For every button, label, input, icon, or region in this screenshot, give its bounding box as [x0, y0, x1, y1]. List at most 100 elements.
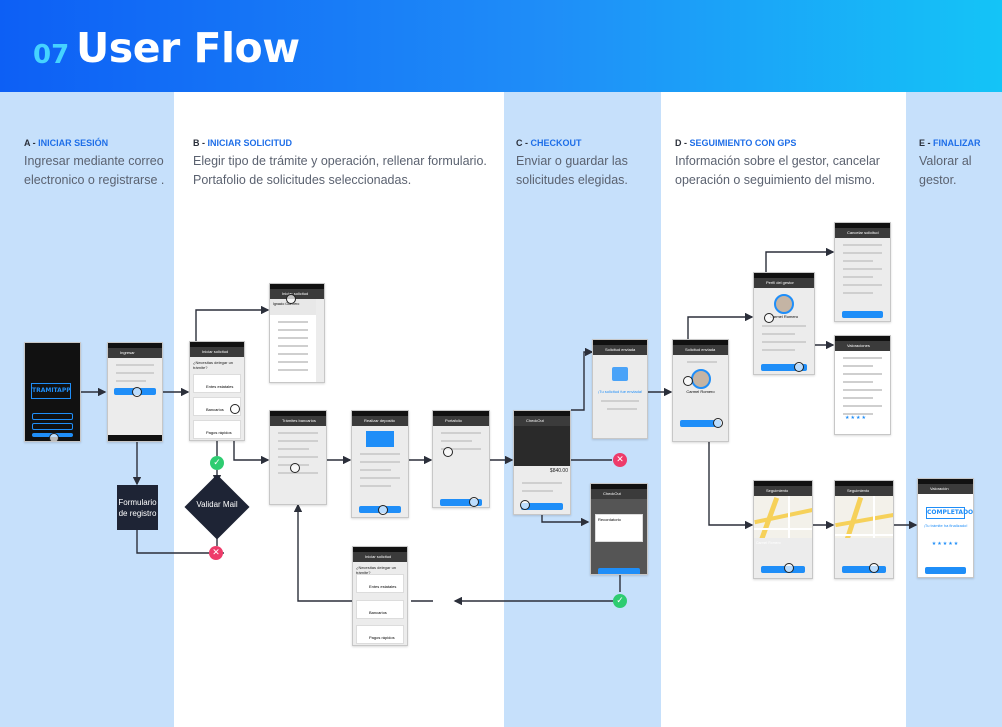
- login-option[interactable]: [31, 413, 74, 420]
- follow-button[interactable]: [760, 566, 806, 573]
- screen-cancelar-solicitud[interactable]: Cancelar solicitud: [834, 222, 891, 322]
- screen-portafolio[interactable]: Portafolio: [432, 410, 490, 508]
- reminder-dialog[interactable]: Recordatorio: [595, 514, 643, 542]
- checkout-button[interactable]: [439, 499, 483, 506]
- lane-letter: B: [193, 138, 200, 148]
- link-portafolio2-tramites: [293, 503, 352, 602]
- screen-title: Realizar deposito: [352, 416, 408, 426]
- tap-icon: [784, 563, 794, 573]
- save-button[interactable]: [597, 568, 641, 574]
- screen-title: Solicitud enviada: [673, 345, 728, 355]
- gps-map[interactable]: [835, 496, 893, 538]
- question-text: ¿Necesitas delegar un trámite?: [356, 565, 397, 575]
- screen-recordatorio[interactable]: CheckOut Recordatorio: [590, 483, 648, 575]
- tap-icon: [469, 497, 479, 507]
- screen-title: Iniciar solicitud: [190, 347, 244, 357]
- option-pagos[interactable]: Pagos rápidos: [356, 625, 404, 644]
- screen-realizar-deposito[interactable]: Realizar deposito: [351, 410, 409, 518]
- send-button[interactable]: [520, 503, 564, 510]
- separator: -: [925, 138, 934, 148]
- app-logo: TRAMITAPP: [31, 383, 71, 399]
- desc-line: Ingresar mediante correo: [24, 154, 164, 168]
- section-number: 07: [33, 40, 70, 70]
- lane-letter: D: [675, 138, 682, 148]
- track-button[interactable]: [679, 420, 722, 427]
- separator: -: [199, 138, 208, 148]
- desc-line: gestor.: [919, 173, 957, 187]
- link-solicitud-tramites: [233, 441, 270, 465]
- option-bancarios[interactable]: Bancarios: [193, 397, 241, 416]
- link-solicitud-menu: [195, 305, 270, 341]
- node-label: Formulario de registro: [118, 497, 157, 518]
- avatar: [774, 294, 794, 314]
- option-label: Bancarios: [369, 610, 387, 615]
- tap-icon: [869, 563, 879, 573]
- screen-seguimiento[interactable]: Seguimiento Carmel Romero: [753, 480, 813, 579]
- option-bancarios[interactable]: Bancarios: [356, 600, 404, 619]
- screen-seguimiento-2[interactable]: Seguimiento: [834, 480, 894, 579]
- gestor-name: Carmel Romero: [756, 541, 781, 545]
- screen-perfil-gestor[interactable]: Perfil del gestor Carmel Romero: [753, 272, 815, 375]
- option-label: Entes estatales: [206, 384, 234, 389]
- screen-solicitud-enviada[interactable]: Solicitud enviada ¡Tu solicitud fue envi…: [592, 339, 648, 439]
- lane-a-heading: A - INICIAR SESIÓN: [24, 138, 108, 148]
- desc-line: Valorar al: [919, 154, 972, 168]
- submit-rating-button[interactable]: [924, 567, 967, 574]
- sent-message: ¡Tu solicitud fue enviada!: [597, 389, 643, 394]
- header-banner: 07 User Flow: [0, 0, 1002, 92]
- thumbs-up-icon: [612, 367, 628, 381]
- screen-valoracion[interactable]: Valoración COMPLETADO ¡Tu trámite ha fin…: [917, 478, 974, 578]
- screen-title: Valoración: [918, 484, 973, 494]
- avatar[interactable]: [690, 369, 711, 389]
- lane-letter: A: [24, 138, 31, 148]
- option-label: Pagos rápidos: [206, 430, 232, 435]
- link-perfil-cancelar: [765, 247, 835, 272]
- screen-title: Valoraciones: [835, 341, 890, 351]
- tap-icon: [683, 376, 693, 386]
- option-entes[interactable]: Entes estatales: [356, 574, 404, 593]
- lane-b-heading: B - INICIAR SOLICITUD: [193, 138, 292, 148]
- tap-icon: [290, 463, 300, 473]
- screen-ingresar[interactable]: Ingresar: [107, 342, 163, 442]
- gestor-name: Carmel Romero: [686, 389, 715, 394]
- cancel-confirm-button[interactable]: [841, 311, 884, 318]
- rating-stars[interactable]: ★★★★★: [931, 541, 960, 547]
- screen-title: Iniciar solicitud: [270, 289, 324, 299]
- tap-icon: [520, 500, 530, 510]
- lane-title: INICIAR SESIÓN: [38, 138, 109, 148]
- lane-letter: E: [919, 138, 926, 148]
- option-pagos[interactable]: Pagos rápidos: [193, 420, 241, 439]
- screen-title: Ingresar: [108, 348, 162, 358]
- error-x-icon: ✕: [613, 453, 627, 467]
- screen-iniciar-solicitud-2[interactable]: Iniciar solicitud ¿Necesitas delegar un …: [352, 546, 408, 646]
- registration-form-node: Formulario de registro: [117, 485, 158, 530]
- lane-title: FINALIZAR: [933, 138, 981, 148]
- finished-message: ¡Tu trámite ha finalizado!: [923, 523, 968, 528]
- separator: -: [30, 138, 39, 148]
- lane-e: [906, 92, 1002, 727]
- option-entes[interactable]: Entes estatales: [193, 374, 241, 393]
- screen-login[interactable]: TRAMITAPP: [24, 342, 81, 442]
- tap-icon: [764, 313, 774, 323]
- screen-iniciar-solicitud[interactable]: Iniciar solicitud ¿Necesitas delegar un …: [189, 341, 245, 441]
- screen-title: Cancelar solicitud: [835, 228, 890, 238]
- tap-icon: [132, 387, 142, 397]
- view-ratings-button[interactable]: [761, 364, 807, 371]
- screen-checkout[interactable]: CheckOut $840.00: [513, 410, 571, 515]
- screen-valoraciones[interactable]: Valoraciones ★★★★: [834, 335, 891, 435]
- desc-line: electronico o registrarse .: [24, 173, 165, 187]
- screen-side-menu[interactable]: Iniciar solicitud Ignacio Guerrero: [269, 283, 325, 383]
- gps-map[interactable]: [754, 496, 812, 538]
- option-label: Entes estatales: [369, 584, 397, 589]
- separator: -: [522, 138, 531, 148]
- screen-gestor-asignado[interactable]: Solicitud enviada Carmel Romero: [672, 339, 729, 442]
- tap-icon: [443, 447, 453, 457]
- screen-tramites-bancarios[interactable]: Trámites bancarios: [269, 410, 327, 505]
- validate-mail-label: Validar Mail: [196, 500, 238, 509]
- follow-button[interactable]: [841, 566, 887, 573]
- register-option[interactable]: [31, 423, 74, 430]
- screen-title: Solicitud enviada: [593, 345, 647, 355]
- dialog-title: Recordatorio: [598, 517, 621, 522]
